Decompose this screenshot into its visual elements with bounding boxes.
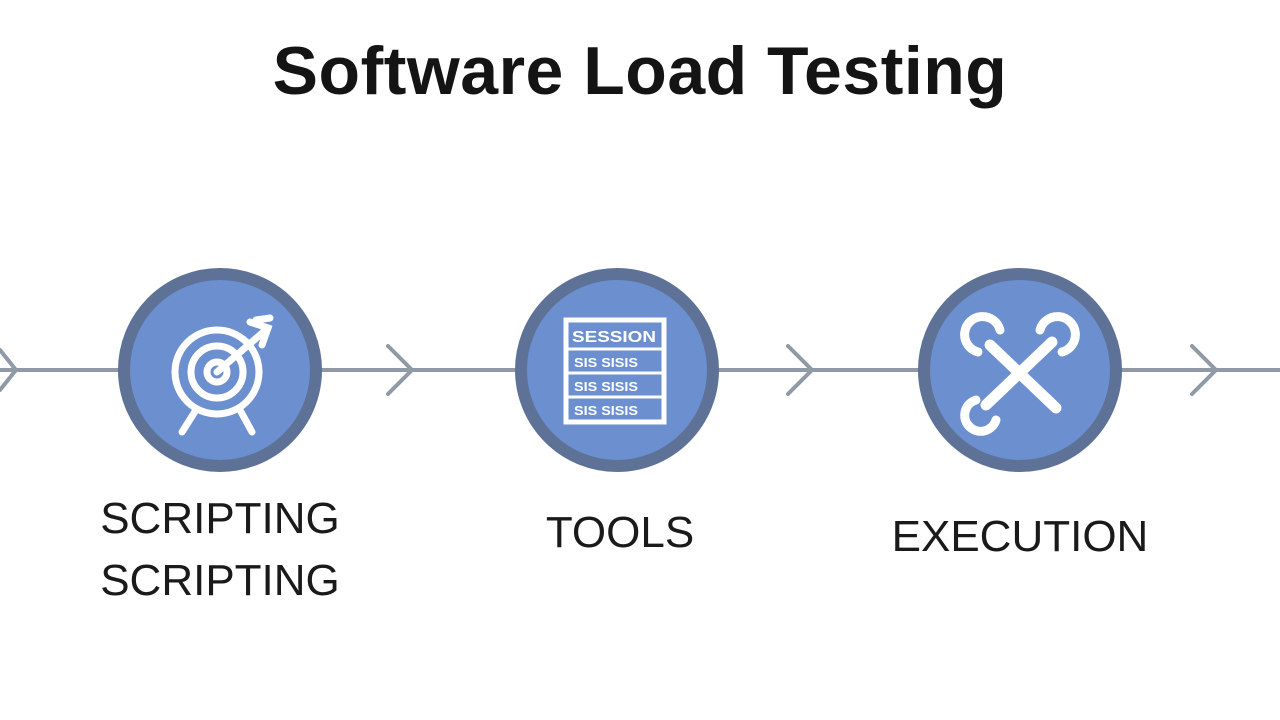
arrow-chevron-1 bbox=[386, 344, 414, 396]
step-execution-label: EXECUTION bbox=[891, 512, 1149, 561]
report-row-2: SIS SISIS bbox=[574, 355, 638, 370]
step-tools-node: SESSION SIS SISIS SIS SISIS SIS SISIS bbox=[515, 268, 719, 472]
step-tools-label: TOOLS bbox=[545, 508, 695, 557]
page-title: Software Load Testing bbox=[272, 33, 1008, 109]
report-row-4: SIS SISIS bbox=[574, 403, 638, 418]
step-scripting-node bbox=[118, 268, 322, 472]
arrow-chevron-left-edge bbox=[0, 348, 18, 392]
wrench-crossed-icon bbox=[960, 312, 1080, 436]
target-icon bbox=[171, 314, 274, 436]
arrow-chevron-3 bbox=[1190, 344, 1218, 396]
step-scripting-label: SCRIPTING bbox=[100, 494, 340, 543]
step-scripting-label-repeat: SCRIPTING bbox=[100, 556, 340, 605]
arrow-chevron-2 bbox=[786, 344, 814, 396]
step-execution-node bbox=[918, 268, 1122, 472]
report-table-icon: SESSION SIS SISIS SIS SISIS SIS SISIS bbox=[563, 317, 667, 425]
report-row-1: SESSION bbox=[572, 329, 656, 346]
report-row-3: SIS SISIS bbox=[574, 379, 638, 394]
